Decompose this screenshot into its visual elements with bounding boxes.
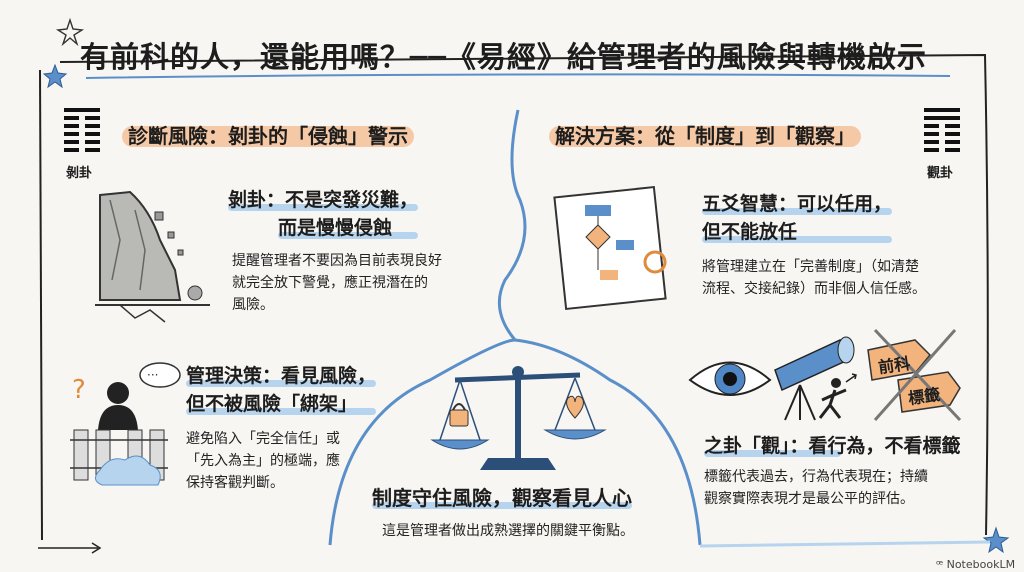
svg-text:···: ··· bbox=[147, 368, 158, 382]
bo-hexagram-label: 剝卦 bbox=[66, 166, 93, 181]
bo-heading: 剝卦：不是突發災難， 而是慢慢侵蝕 bbox=[228, 186, 419, 242]
guan-heading-line-1: 之卦「觀」：看行為，不看標籤 bbox=[704, 435, 961, 457]
svg-text:?: ? bbox=[72, 375, 86, 405]
five-yao-body-line-1: 將管理建立在「完善制度」（如清楚 bbox=[702, 259, 919, 275]
decision-heading-line-1: 管理決策：看見風險， bbox=[186, 365, 377, 387]
center-divider bbox=[497, 109, 527, 341]
decision-heading-line-2: 但不被風險「綁架」 bbox=[186, 393, 358, 415]
guan-heading: 之卦「觀」：看行為，不看標籤 bbox=[704, 432, 961, 460]
brand-logo: ꟹ NotebookLM bbox=[936, 558, 1015, 571]
right-section-pill: 解決方案：從「制度」到「觀察」 bbox=[549, 120, 861, 149]
bo-body-line-3: 風險。 bbox=[232, 297, 274, 313]
decision-heading: 管理決策：看見風險， 但不被風險「綁架」 bbox=[186, 362, 377, 418]
bo-heading-line-1: 剝卦：不是突發災難， bbox=[228, 189, 419, 211]
guan-hexagram-icon bbox=[924, 108, 960, 152]
guan-body: 標籤代表過去，行為代表現在；持續 觀察實際表現才是最公平的評估。 bbox=[704, 466, 928, 510]
bo-body-line-1: 提醒管理者不要因為目前表現良好 bbox=[232, 253, 442, 269]
star-icon-blue bbox=[42, 63, 68, 89]
left-pill-text: 診斷風險：剝卦的「侵蝕」警示 bbox=[128, 124, 408, 148]
flowchart-notebook-icon bbox=[553, 185, 667, 311]
confused-person-icon: ? ··· bbox=[70, 362, 181, 486]
decision-body-line-3: 保持客觀判斷。 bbox=[186, 475, 284, 491]
five-yao-heading: 五爻智慧：可以任用， 但不能放任 bbox=[702, 190, 893, 246]
observing-eye-icon bbox=[688, 361, 772, 396]
balance-scale-icon bbox=[430, 366, 607, 470]
bo-hexagram-icon bbox=[64, 108, 100, 152]
bo-heading-line-2: 而是慢慢侵蝕 bbox=[278, 217, 393, 239]
decision-body: 避免陷入「完全信任」或 「先入為主」的極端，應 保持客觀判斷。 bbox=[186, 428, 340, 494]
five-yao-heading-line-2: 但不能放任 bbox=[702, 221, 798, 243]
bo-body: 提醒管理者不要因為目前表現良好 就完全放下警覺，應正視潛在的 風險。 bbox=[232, 250, 442, 316]
bo-body-line-2: 就完全放下警覺，應正視潛在的 bbox=[232, 275, 428, 291]
running-person-icon bbox=[818, 373, 857, 419]
center-body: 這是管理者做出成熟選擇的關鍵平衡點。 bbox=[382, 520, 634, 542]
guan-hexagram-label: 觀卦 bbox=[927, 166, 954, 181]
five-yao-body: 將管理建立在「完善制度」（如清楚 流程、交接紀錄）而非個人信任感。 bbox=[702, 256, 926, 300]
five-yao-heading-line-1: 五爻智慧：可以任用， bbox=[702, 193, 893, 215]
tag-label: 標籤 bbox=[907, 384, 942, 409]
crossed-tags-icon bbox=[867, 328, 962, 422]
center-heading-text: 制度守住風險，觀察看見人心 bbox=[372, 486, 632, 510]
star-icon-blue-bottom bbox=[982, 526, 1010, 554]
center-arch bbox=[328, 338, 702, 546]
brand-text: NotebookLM bbox=[946, 558, 1016, 571]
decision-body-line-1: 避免陷入「完全信任」或 bbox=[186, 431, 340, 447]
eroding-cliff-icon bbox=[95, 190, 210, 323]
center-body-text: 這是管理者做出成熟選擇的關鍵平衡點。 bbox=[382, 523, 634, 539]
right-pill-text: 解決方案：從「制度」到「觀察」 bbox=[555, 124, 855, 148]
decision-body-line-2: 「先入為主」的極端，應 bbox=[186, 453, 340, 469]
brand-icon: ꟹ bbox=[936, 558, 944, 571]
five-yao-body-line-2: 流程、交接紀錄）而非個人信任感。 bbox=[702, 281, 926, 297]
page-title: 有前科的人，還能用嗎？──《易經》給管理者的風險與轉機啟示 bbox=[80, 40, 927, 74]
star-icon bbox=[55, 17, 85, 47]
telescope-icon bbox=[774, 336, 855, 421]
guan-body-line-1: 標籤代表過去，行為代表現在；持續 bbox=[704, 469, 928, 485]
tag-criminal-record: 前科 bbox=[877, 353, 912, 378]
guan-body-line-2: 觀察實際表現才是最公平的評估。 bbox=[704, 491, 914, 507]
left-section-pill: 診斷風險：剝卦的「侵蝕」警示 bbox=[122, 120, 414, 149]
center-heading: 制度守住風險，觀察看見人心 bbox=[372, 484, 632, 512]
